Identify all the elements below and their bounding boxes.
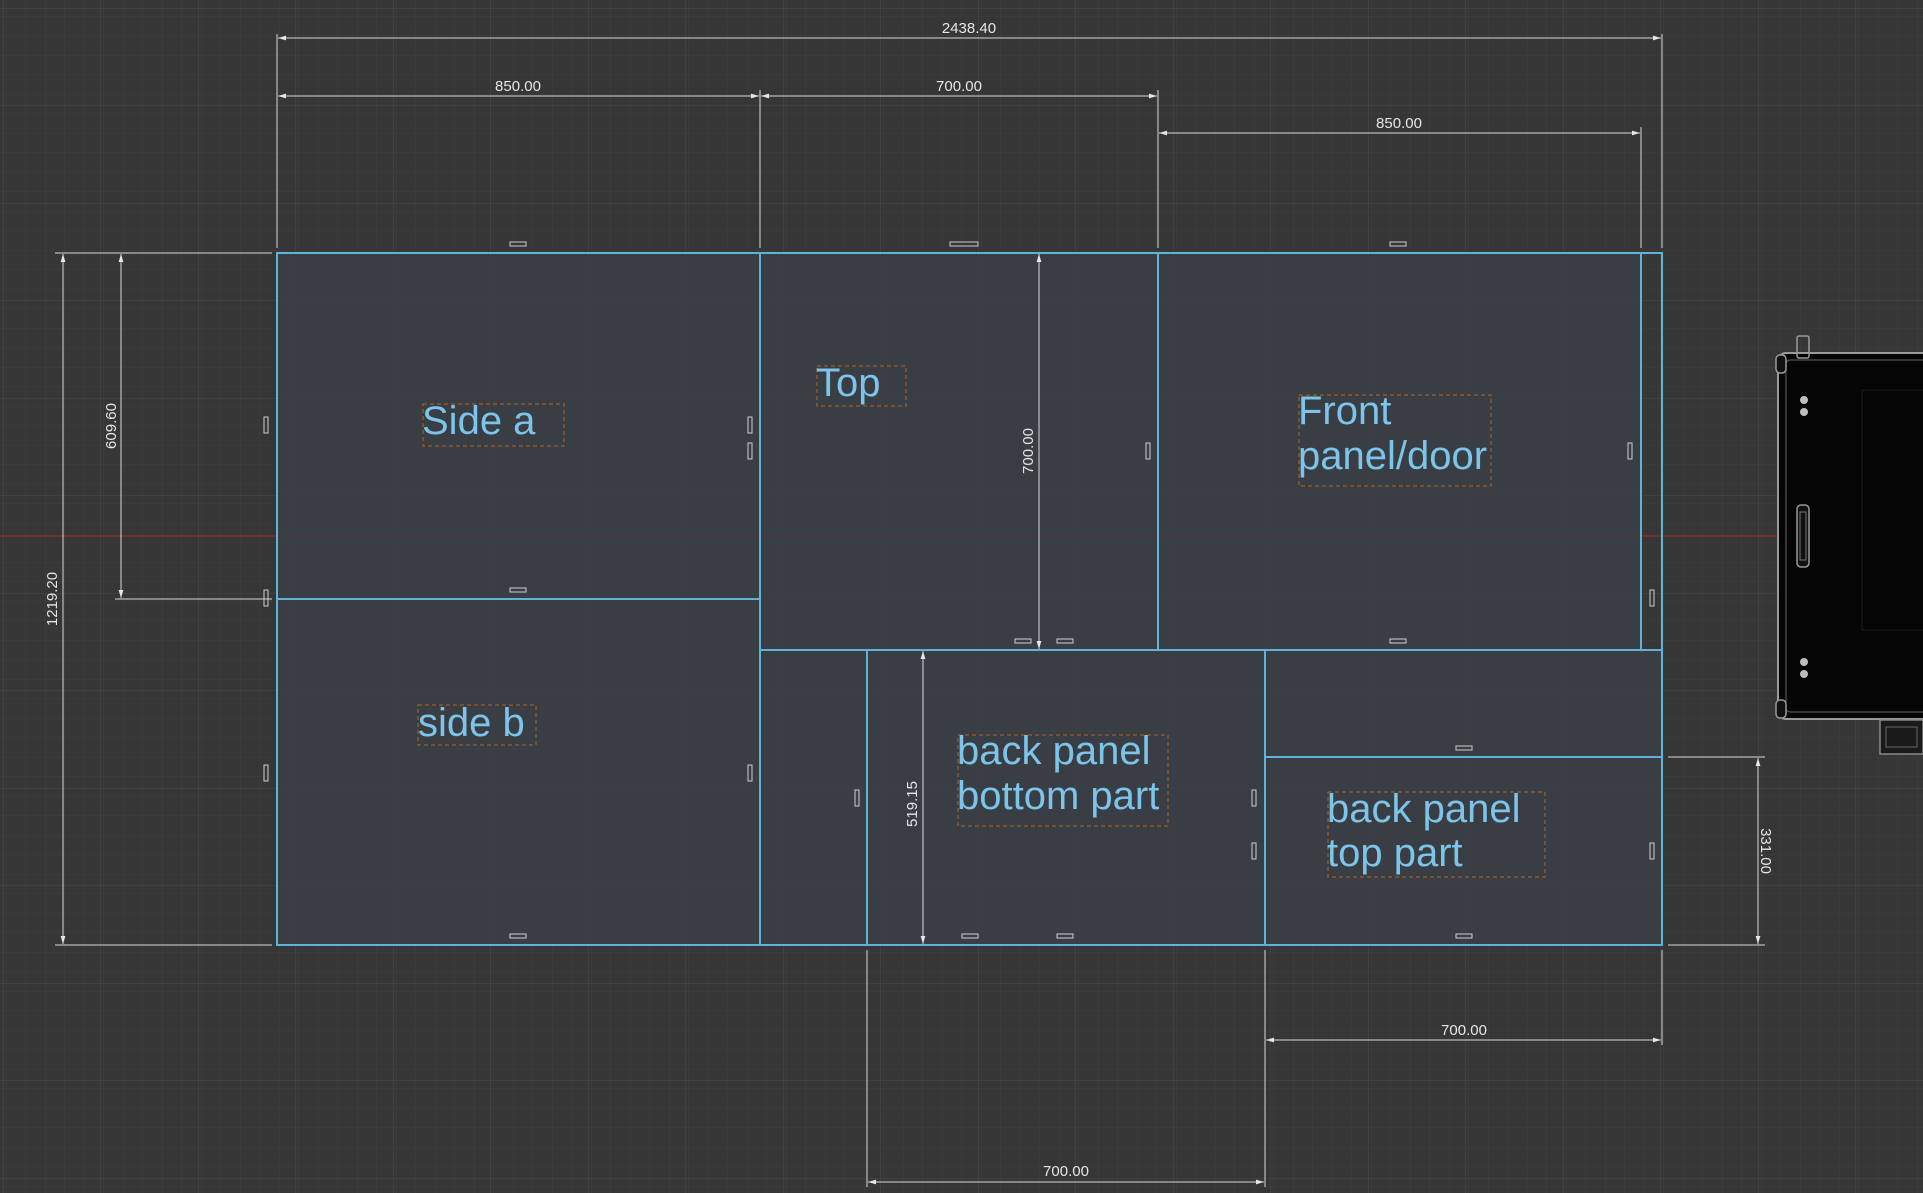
label-side-a[interactable]: Side a xyxy=(422,399,536,443)
panel-filler-right xyxy=(1264,649,1663,758)
edge-mark-icon xyxy=(1389,638,1407,644)
edge-mark-icon xyxy=(747,442,753,460)
sheet-outline xyxy=(276,252,1663,946)
dim-overall-width[interactable]: 2438.40 xyxy=(942,20,996,37)
label-line: back panel xyxy=(1327,787,1520,831)
edge-mark-icon xyxy=(1145,442,1151,460)
label-back-top[interactable]: back panel top part xyxy=(1327,787,1532,875)
dim-top-height[interactable]: 700.00 xyxy=(1020,428,1037,474)
label-line: bottom part xyxy=(957,774,1159,818)
dim-front-width[interactable]: 850.00 xyxy=(1376,115,1422,132)
edge-mark-icon xyxy=(747,764,753,782)
label-box xyxy=(816,365,907,407)
dim-back-top-width[interactable]: 700.00 xyxy=(1441,1022,1487,1039)
edge-mark-icon xyxy=(854,789,860,807)
dim-back-bottom-height[interactable]: 519.15 xyxy=(904,781,921,827)
label-line: Front xyxy=(1298,389,1391,433)
label-top[interactable]: Top xyxy=(816,361,881,405)
label-side-b[interactable]: side b xyxy=(418,701,525,745)
label-line: back panel xyxy=(957,729,1150,773)
edge-mark-icon xyxy=(949,241,979,247)
panel-filler xyxy=(759,649,868,946)
label-front[interactable]: Front panel/door xyxy=(1298,389,1487,478)
edge-mark-icon xyxy=(1251,842,1257,860)
label-box xyxy=(422,403,565,447)
edge-mark-icon xyxy=(509,587,527,593)
edge-marks xyxy=(263,241,1655,939)
edge-mark-icon xyxy=(1649,589,1655,607)
dimensions-layer xyxy=(55,34,1765,1187)
panel-side-a[interactable] xyxy=(276,252,761,600)
edge-mark-icon xyxy=(1455,933,1473,939)
dim-back-bottom-width[interactable]: 700.00 xyxy=(1043,1163,1089,1180)
edge-mark-icon xyxy=(1251,789,1257,807)
panel-side-b[interactable] xyxy=(276,598,761,946)
label-line: top part xyxy=(1327,831,1463,875)
flight-case-icon[interactable] xyxy=(1775,335,1923,755)
panel-top[interactable] xyxy=(759,252,1159,651)
panel-front[interactable] xyxy=(1157,252,1642,651)
edge-mark-icon xyxy=(1627,442,1633,460)
label-box xyxy=(417,704,537,746)
dim-top-width[interactable]: 700.00 xyxy=(936,78,982,95)
edge-mark-icon xyxy=(1389,241,1407,247)
label-line: panel/door xyxy=(1298,434,1487,478)
dim-overall-height[interactable]: 1219.20 xyxy=(44,572,61,626)
edge-mark-icon xyxy=(509,933,527,939)
dim-back-top-height[interactable]: 331.00 xyxy=(1757,828,1774,874)
panels-layer xyxy=(276,252,1663,946)
label-box xyxy=(957,734,1169,827)
dimension-labels: 2438.40 850.00 700.00 850.00 1219.20 609… xyxy=(44,20,1774,1180)
dim-side-a-height[interactable]: 609.60 xyxy=(103,403,120,449)
label-box xyxy=(1298,394,1492,487)
edge-mark-icon xyxy=(1056,933,1074,939)
edge-mark-icon xyxy=(263,416,269,434)
edge-mark-icon xyxy=(1014,638,1032,644)
edge-mark-icon xyxy=(509,241,527,247)
panel-labels: Side a side b Top Front panel/door back … xyxy=(417,361,1546,878)
edge-mark-icon xyxy=(1649,842,1655,860)
panel-back-bottom[interactable] xyxy=(866,649,1266,946)
edge-mark-icon xyxy=(1455,745,1473,751)
label-box xyxy=(1327,791,1546,878)
label-back-bottom[interactable]: back panel bottom part xyxy=(957,729,1162,818)
edge-mark-icon xyxy=(747,416,753,434)
edge-mark-icon xyxy=(263,589,269,607)
panel-back-top[interactable] xyxy=(1264,756,1663,946)
edge-mark-icon xyxy=(1056,638,1074,644)
dim-side-a-width[interactable]: 850.00 xyxy=(495,78,541,95)
edge-mark-icon xyxy=(961,933,979,939)
edge-mark-icon xyxy=(263,764,269,782)
